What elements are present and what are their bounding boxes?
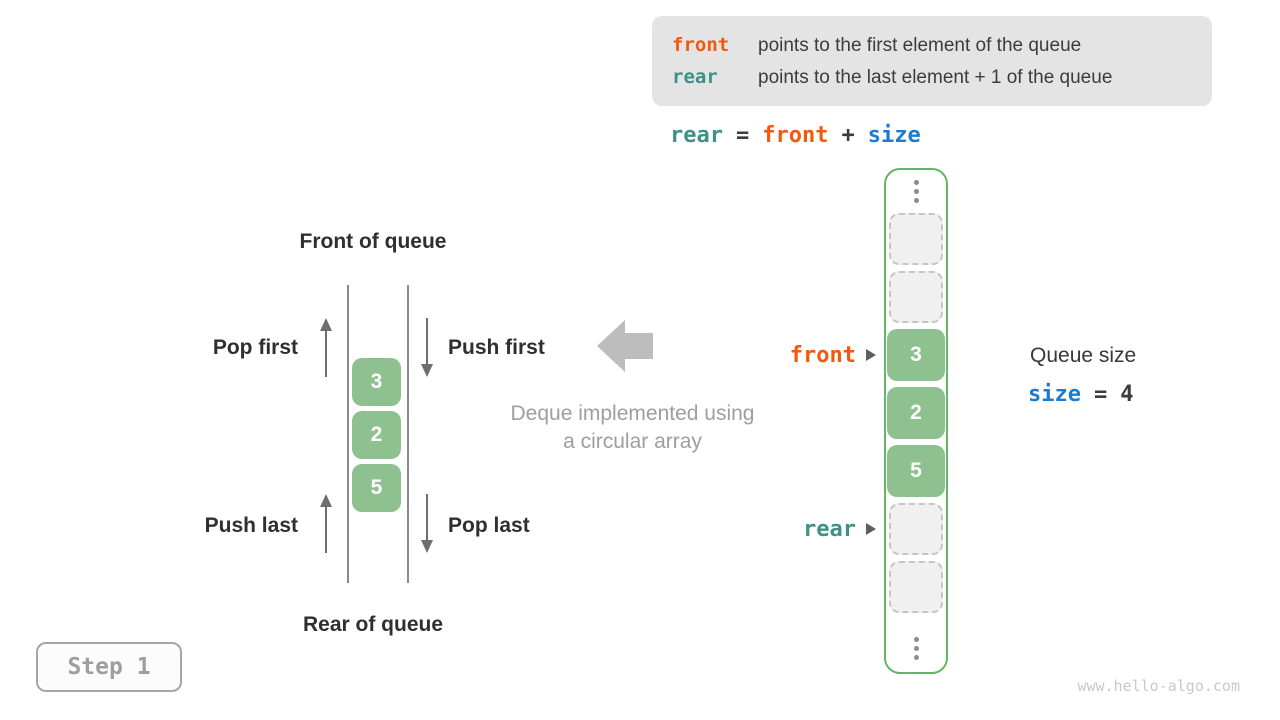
formula-rear: rear [670,122,723,148]
step-badge: Step 1 [36,642,182,692]
right-arrowhead-icon [866,349,876,361]
queue-stack: 3 2 5 [352,358,401,512]
queue-channel-right-line [407,285,409,583]
pop-first-arrow-icon [319,318,333,377]
push-first-label: Push first [448,336,545,359]
rear-pointer: rear [700,516,876,542]
array-cell-filled: 5 [887,445,945,497]
watermark: www.hello-algo.com [1077,677,1240,695]
array-cell-filled: 3 [887,329,945,381]
legend-line-front: front points to the first element of the… [672,34,1212,57]
push-first-arrow-icon [420,318,434,377]
formula-plus: + [841,122,855,148]
vertical-ellipsis-icon [913,635,919,662]
formula-equals: = [735,122,750,148]
queue-value-box: 2 [352,411,401,459]
left-arrow-icon [597,320,653,372]
legend-box: front points to the first element of the… [652,16,1212,106]
rear-pointer-label: rear [803,516,856,542]
right-arrowhead-icon [866,523,876,535]
formula-front: front [762,122,829,148]
array-cell-empty [889,271,943,323]
front-of-queue-label: Front of queue [299,230,447,253]
size-equals: = [1093,381,1108,407]
formula-size: size [867,122,921,148]
front-pointer: front [700,342,876,368]
pop-last-label: Pop last [448,514,530,537]
legend-line-rear: rear points to the last element + 1 of t… [672,66,1212,89]
vertical-ellipsis-icon [913,178,919,205]
circular-array: 3 2 5 [884,168,948,674]
front-pointer-label: front [789,342,856,368]
queue-size-value-line: size = 4 [1028,380,1133,408]
caption-line-2: a circular array [563,430,702,453]
array-cell-empty [889,503,943,555]
queue-value-box: 3 [352,358,401,406]
array-cell-empty [889,561,943,613]
push-last-label: Push last [204,514,298,537]
legend-front-text: points to the first element of the queue [758,34,1082,56]
front-keyword: front [672,33,730,56]
formula: rear = front + size [670,121,921,149]
rear-of-queue-label: Rear of queue [302,613,444,636]
caption-line-1: Deque implemented using [510,402,755,425]
array-cell-filled: 2 [887,387,945,439]
size-value: 4 [1120,381,1134,407]
queue-value-box: 5 [352,464,401,512]
step-label: Step 1 [67,654,151,680]
legend-rear-text: points to the last element + 1 of the qu… [758,66,1113,88]
rear-keyword: rear [672,65,718,88]
pop-last-arrow-icon [420,494,434,553]
queue-channel-left-line [347,285,349,583]
pop-first-label: Pop first [212,336,298,359]
queue-size-label: Queue size [1030,344,1137,367]
size-keyword: size [1028,381,1081,407]
push-last-arrow-icon [319,494,333,553]
array-cell-empty [889,213,943,265]
center-caption: Deque implemented using a circular array [490,400,775,456]
